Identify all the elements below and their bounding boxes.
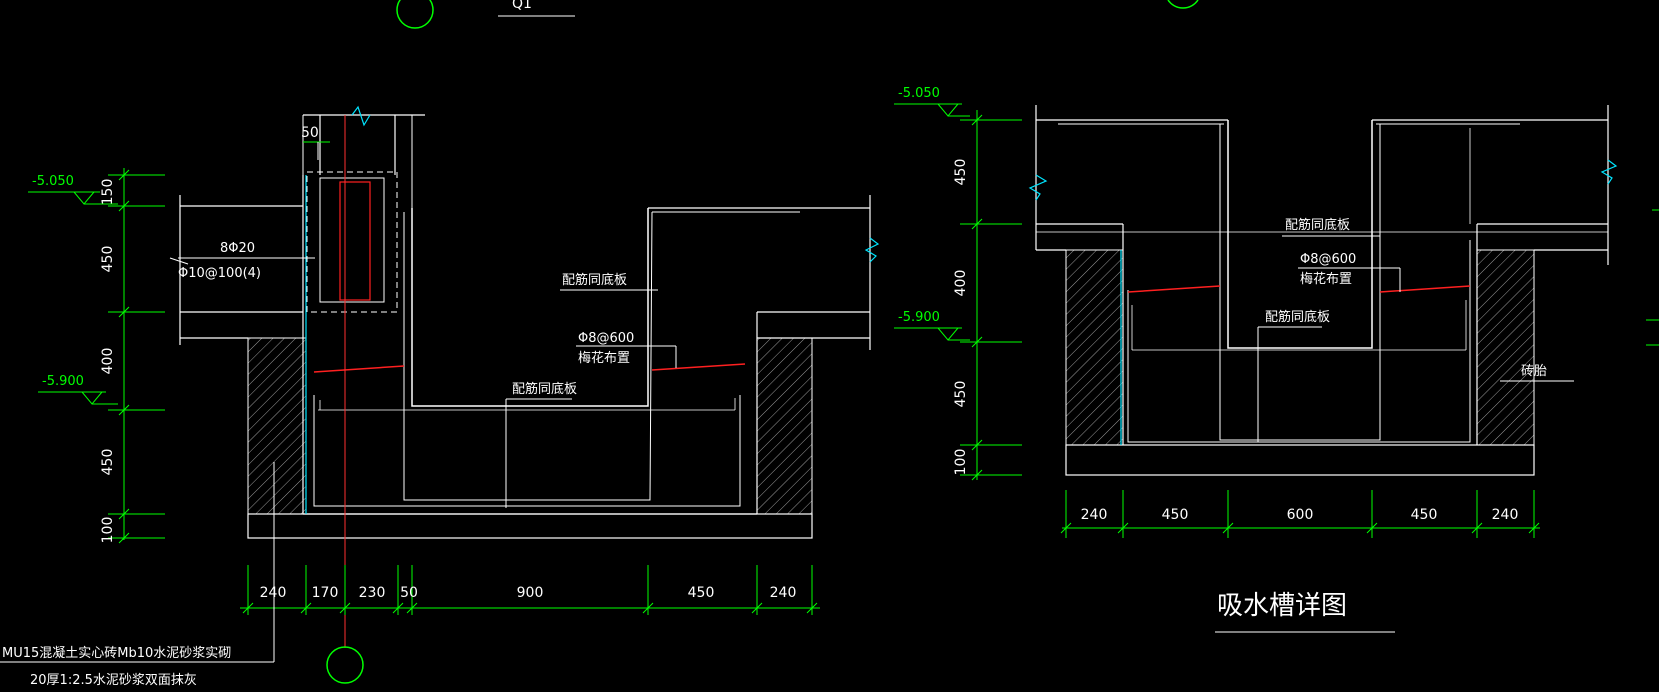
dim-50-top: 50 [301, 125, 319, 141]
rhdim-240a: 240 [1081, 507, 1108, 523]
r-note-slab-bottom: 配筋同底板 [1265, 309, 1330, 325]
axis-bubble-top-right [1167, 0, 1199, 9]
hdim-240a: 240 [260, 585, 287, 601]
brick-wall-right [756, 337, 813, 515]
hdim-230: 230 [359, 585, 386, 601]
tie-arrangement: 梅花布置 [578, 350, 630, 366]
brick-wall-left [247, 337, 307, 515]
svg-text:-5.900: -5.900 [898, 310, 940, 325]
beam-dashed [306, 171, 398, 313]
beam-rebar [339, 181, 371, 301]
r-tie-arrangement: 梅花布置 [1300, 271, 1352, 287]
svg-text:-5.050: -5.050 [898, 86, 940, 101]
hdim-50: 50 [400, 585, 418, 601]
left-section: 150 450 400 450 100 -5.050 -5.900 50 [0, 105, 880, 688]
note-slab-bottom: 配筋同底板 [512, 381, 577, 397]
top-label: Q1 [512, 0, 532, 12]
vdim-100: 100 [100, 517, 116, 544]
brick-label: 砖胎 [1521, 364, 1547, 379]
hdim-450: 450 [688, 585, 715, 601]
level-mark-1: -5.050 [28, 174, 118, 205]
svg-text:-5.900: -5.900 [42, 374, 84, 389]
level-mark-r2: -5.900 [894, 310, 970, 341]
level-mark-2: -5.900 [38, 374, 118, 405]
rhdim-450a: 450 [1162, 507, 1189, 523]
rvdim-100: 100 [953, 449, 969, 476]
footnote-1: MU15混凝土实心砖Mb10水泥砂浆实砌 [2, 645, 231, 661]
vdim-400: 400 [100, 348, 116, 375]
axis-bubble-left [326, 646, 364, 684]
vdim-450b: 450 [100, 449, 116, 476]
hdim-170: 170 [312, 585, 339, 601]
note-slab-top: 配筋同底板 [562, 272, 627, 288]
stirrup-label: Φ10@100(4) [178, 266, 261, 281]
brick-wall-right-r [1476, 249, 1535, 446]
cushion-layer-r [1065, 444, 1535, 476]
rhdim-600: 600 [1287, 507, 1314, 523]
right-section: 450 400 450 100 -5.050 -5.900 [894, 86, 1618, 633]
tie-label: Φ8@600 [578, 331, 634, 346]
hdim-240b: 240 [770, 585, 797, 601]
detail-title: 吸水槽详图 [1217, 591, 1347, 621]
r-tie-label: Φ8@600 [1300, 252, 1356, 267]
cushion-layer [247, 513, 813, 539]
right-edge-fragment [1646, 209, 1659, 346]
rvdim-400: 400 [953, 270, 969, 297]
rhdim-240b: 240 [1492, 507, 1519, 523]
r-note-slab-top: 配筋同底板 [1285, 217, 1350, 233]
axis-bubble-top-left [396, 0, 434, 29]
rvdim-450a: 450 [953, 159, 969, 186]
vdim-150: 150 [100, 179, 116, 206]
rvdim-450b: 450 [953, 381, 969, 408]
top-fragments: Q1 [396, 0, 1199, 29]
rebar-main-label: 8Φ20 [220, 241, 255, 256]
vdim-450a: 450 [100, 246, 116, 273]
hdim-900: 900 [517, 585, 544, 601]
footnote-2: 20厚1:2.5水泥砂浆双面抹灰 [30, 673, 197, 688]
svg-text:-5.050: -5.050 [32, 174, 74, 189]
rhdim-450b: 450 [1411, 507, 1438, 523]
level-mark-r1: -5.050 [894, 86, 970, 117]
brick-wall-left-r [1065, 249, 1124, 446]
